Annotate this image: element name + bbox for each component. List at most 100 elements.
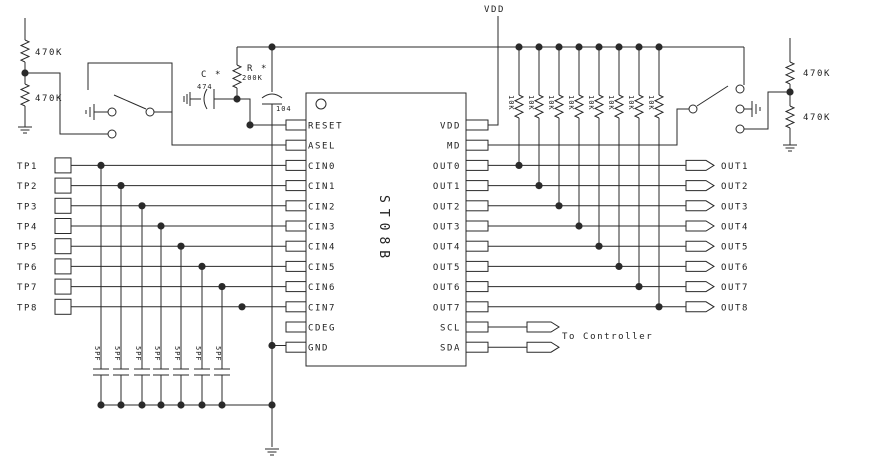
decouple-cap-arc bbox=[261, 93, 283, 99]
md-switch-contact bbox=[735, 104, 745, 114]
pin-label-sda: SDA bbox=[440, 344, 461, 354]
pin-cin5 bbox=[285, 260, 307, 272]
res-value: 200K bbox=[242, 74, 263, 82]
pullup-resistor bbox=[533, 94, 545, 119]
pin-label-out7: OUT7 bbox=[433, 303, 461, 313]
ground-symbol bbox=[265, 448, 279, 456]
junction-dot bbox=[515, 43, 523, 51]
junction-dot bbox=[233, 95, 241, 103]
junction-dot bbox=[177, 401, 185, 409]
junction-dot bbox=[21, 69, 29, 77]
rdiv-r1 bbox=[784, 61, 796, 85]
pin-sda bbox=[465, 341, 489, 353]
md-switch-contact bbox=[688, 104, 698, 114]
pin-vdd bbox=[465, 119, 489, 131]
pin-cdeg bbox=[285, 321, 307, 333]
touch-pad bbox=[54, 157, 72, 174]
pin-cin3 bbox=[285, 220, 307, 232]
pin-scl bbox=[465, 321, 489, 333]
output-label: OUT4 bbox=[721, 223, 749, 233]
junction-dot bbox=[238, 303, 246, 311]
asel-switch-blade bbox=[113, 94, 147, 110]
touch-pad-label: TP8 bbox=[17, 303, 38, 313]
output-port bbox=[685, 200, 715, 212]
output-port bbox=[685, 240, 715, 252]
reset-wire bbox=[237, 98, 286, 126]
ldiv-r2 bbox=[19, 83, 31, 107]
junction-dot bbox=[246, 121, 254, 129]
touch-pad-label: TP4 bbox=[17, 223, 38, 233]
touch-pad bbox=[54, 177, 72, 194]
cap-value: 474 bbox=[197, 83, 213, 91]
output-port bbox=[685, 159, 715, 171]
sense-cap-label: 5PF bbox=[173, 346, 181, 362]
junction-dot bbox=[575, 43, 583, 51]
pin-label-out2: OUT2 bbox=[433, 202, 461, 212]
pin-out3 bbox=[465, 220, 489, 232]
output-label: OUT5 bbox=[721, 243, 749, 253]
md-switch-contact bbox=[735, 124, 745, 134]
junction-dot bbox=[97, 401, 105, 409]
junction-dot bbox=[218, 401, 226, 409]
pin-label-asel: ASEL bbox=[308, 142, 336, 152]
pin-label-reset: RESET bbox=[308, 122, 343, 132]
rdiv-r2 bbox=[784, 105, 796, 129]
md-switch-contact bbox=[735, 84, 745, 94]
junction-dot bbox=[138, 401, 146, 409]
pin-label-gnd: GND bbox=[308, 344, 329, 354]
ldiv-r2-label: 470K bbox=[35, 94, 63, 104]
ldiv-r1 bbox=[19, 39, 31, 63]
pullup-resistor bbox=[633, 94, 645, 119]
touch-pad bbox=[54, 298, 72, 315]
output-label: OUT3 bbox=[721, 202, 749, 212]
output-port bbox=[685, 220, 715, 232]
output-label: OUT6 bbox=[721, 263, 749, 273]
junction-dot bbox=[786, 88, 794, 96]
pin-label-cin4: CIN4 bbox=[308, 243, 336, 253]
touch-pad bbox=[54, 238, 72, 255]
pin-gnd bbox=[285, 341, 307, 353]
sda-port bbox=[526, 341, 560, 353]
rdiv-r1-label: 470K bbox=[803, 69, 831, 79]
output-port bbox=[685, 301, 715, 313]
junction-dot bbox=[138, 202, 146, 210]
pullup-resistor bbox=[573, 94, 585, 119]
pin-cin7 bbox=[285, 301, 307, 313]
pullup-label: 10K bbox=[627, 95, 635, 111]
pullup-resistor bbox=[553, 94, 565, 119]
output-label: OUT7 bbox=[721, 283, 749, 293]
pin1-marker bbox=[315, 98, 327, 110]
touch-pad-label: TP1 bbox=[17, 162, 38, 172]
pin-label-out1: OUT1 bbox=[433, 182, 461, 192]
wires bbox=[24, 16, 791, 447]
res-ref: R * bbox=[247, 64, 268, 74]
pullup-label: 10K bbox=[587, 95, 595, 111]
pin-out5 bbox=[465, 260, 489, 272]
scl-port bbox=[526, 321, 560, 333]
pin-label-out4: OUT4 bbox=[433, 243, 461, 253]
pin-label-cdeg: CDEG bbox=[308, 324, 336, 334]
components bbox=[18, 39, 797, 456]
vdd-pin-wire bbox=[488, 47, 499, 126]
ground-symbol bbox=[783, 144, 797, 152]
pin-md bbox=[465, 139, 489, 151]
junction-dot bbox=[535, 182, 543, 190]
output-label: OUT8 bbox=[721, 303, 749, 313]
junction-dot bbox=[615, 262, 623, 270]
touch-pad bbox=[54, 278, 72, 295]
pullup-resistor bbox=[593, 94, 605, 119]
pin-label-out5: OUT5 bbox=[433, 263, 461, 273]
chip-name: ST08B bbox=[376, 195, 391, 264]
asel-switch-contact bbox=[107, 129, 117, 139]
rdiv-tap-wire bbox=[744, 91, 790, 130]
vdd-label: VDD bbox=[484, 5, 505, 15]
sense-cap-label: 5PF bbox=[153, 346, 161, 362]
junction-dot bbox=[177, 242, 185, 250]
junction-dot bbox=[117, 401, 125, 409]
sense-cap-label: 5PF bbox=[214, 346, 222, 362]
asel-top-wire bbox=[87, 62, 173, 124]
pin-cin4 bbox=[285, 240, 307, 252]
asel-wire bbox=[154, 111, 286, 146]
output-port bbox=[685, 281, 715, 293]
pin-out6 bbox=[465, 281, 489, 293]
